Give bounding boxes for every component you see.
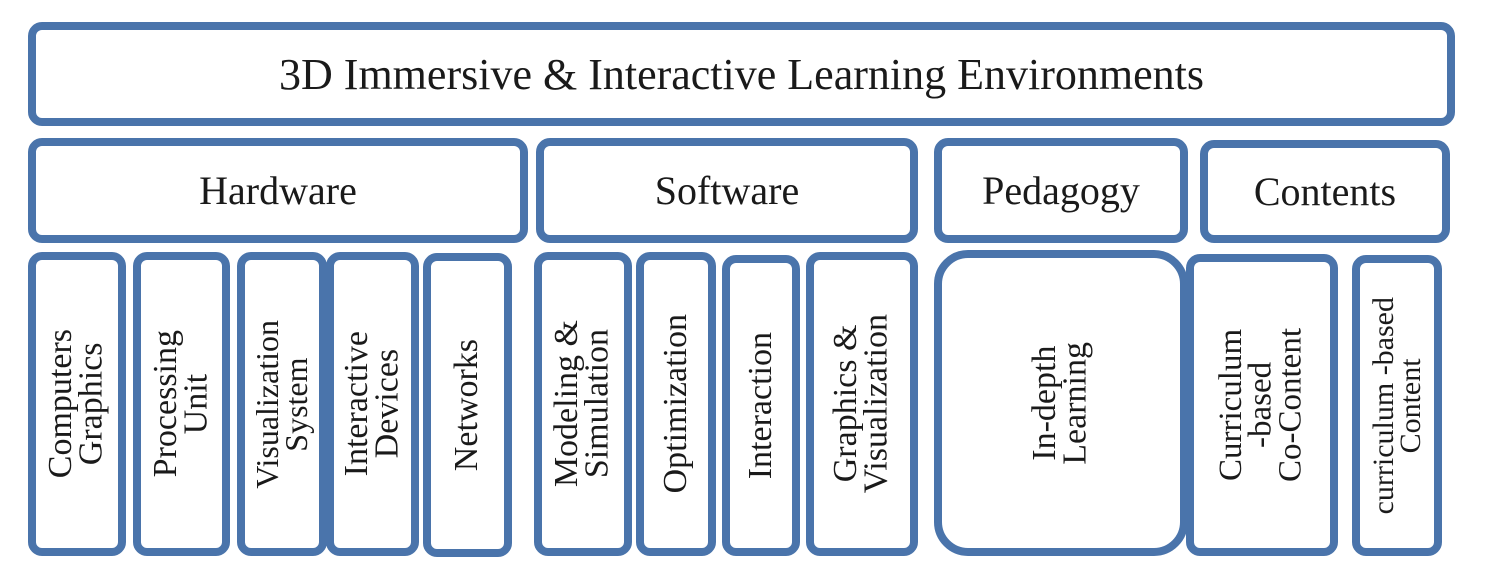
category-software: Software [536,138,918,243]
item-processing-unit: Processing Unit [133,252,230,556]
item-in-depth-learning: In-depth Learning [934,250,1188,556]
category-hardware: Hardware [28,138,528,243]
title-box: 3D Immersive & Interactive Learning Envi… [28,22,1455,126]
item-label: Graphics & Visualization [827,314,895,494]
item-graphics-visualization: Graphics & Visualization [806,252,918,556]
item-label: In-depth Learning [1026,341,1094,465]
item-computers-graphics: Computers Graphics [28,252,126,556]
item-label: Visualization System [249,319,314,489]
item-networks: Networks [423,253,512,557]
item-interaction: Interaction [722,255,800,556]
item-label: Networks [448,338,486,472]
item-label: Interaction [741,331,779,480]
diagram-title: 3D Immersive & Interactive Learning Envi… [279,49,1204,99]
item-modeling-simulation: Modeling & Simulation [534,252,632,556]
item-curriculum-based-co-content: Curriculum -based Co-Content [1186,254,1338,556]
category-pedagogy: Pedagogy [934,138,1188,243]
item-label: Modeling & Simulation [548,320,616,488]
item-label: Computers Graphics [42,329,110,479]
category-label: Hardware [199,168,357,213]
category-label: Pedagogy [982,168,1140,213]
item-label: Processing Unit [146,330,215,478]
category-label: Software [654,168,800,213]
category-label: Contents [1253,169,1397,214]
item-label: Optimization [656,314,694,494]
item-label: curriculum -based Content [1367,296,1427,515]
item-label: Curriculum -based Co-Content [1213,328,1309,482]
category-contents: Contents [1200,140,1450,243]
item-optimization: Optimization [636,252,716,556]
item-visualization-system: Visualization System [237,252,327,556]
item-label: Interactive Devices [337,331,406,477]
item-interactive-devices: Interactive Devices [326,252,419,556]
item-curriculum-based-content: curriculum -based Content [1352,255,1442,556]
